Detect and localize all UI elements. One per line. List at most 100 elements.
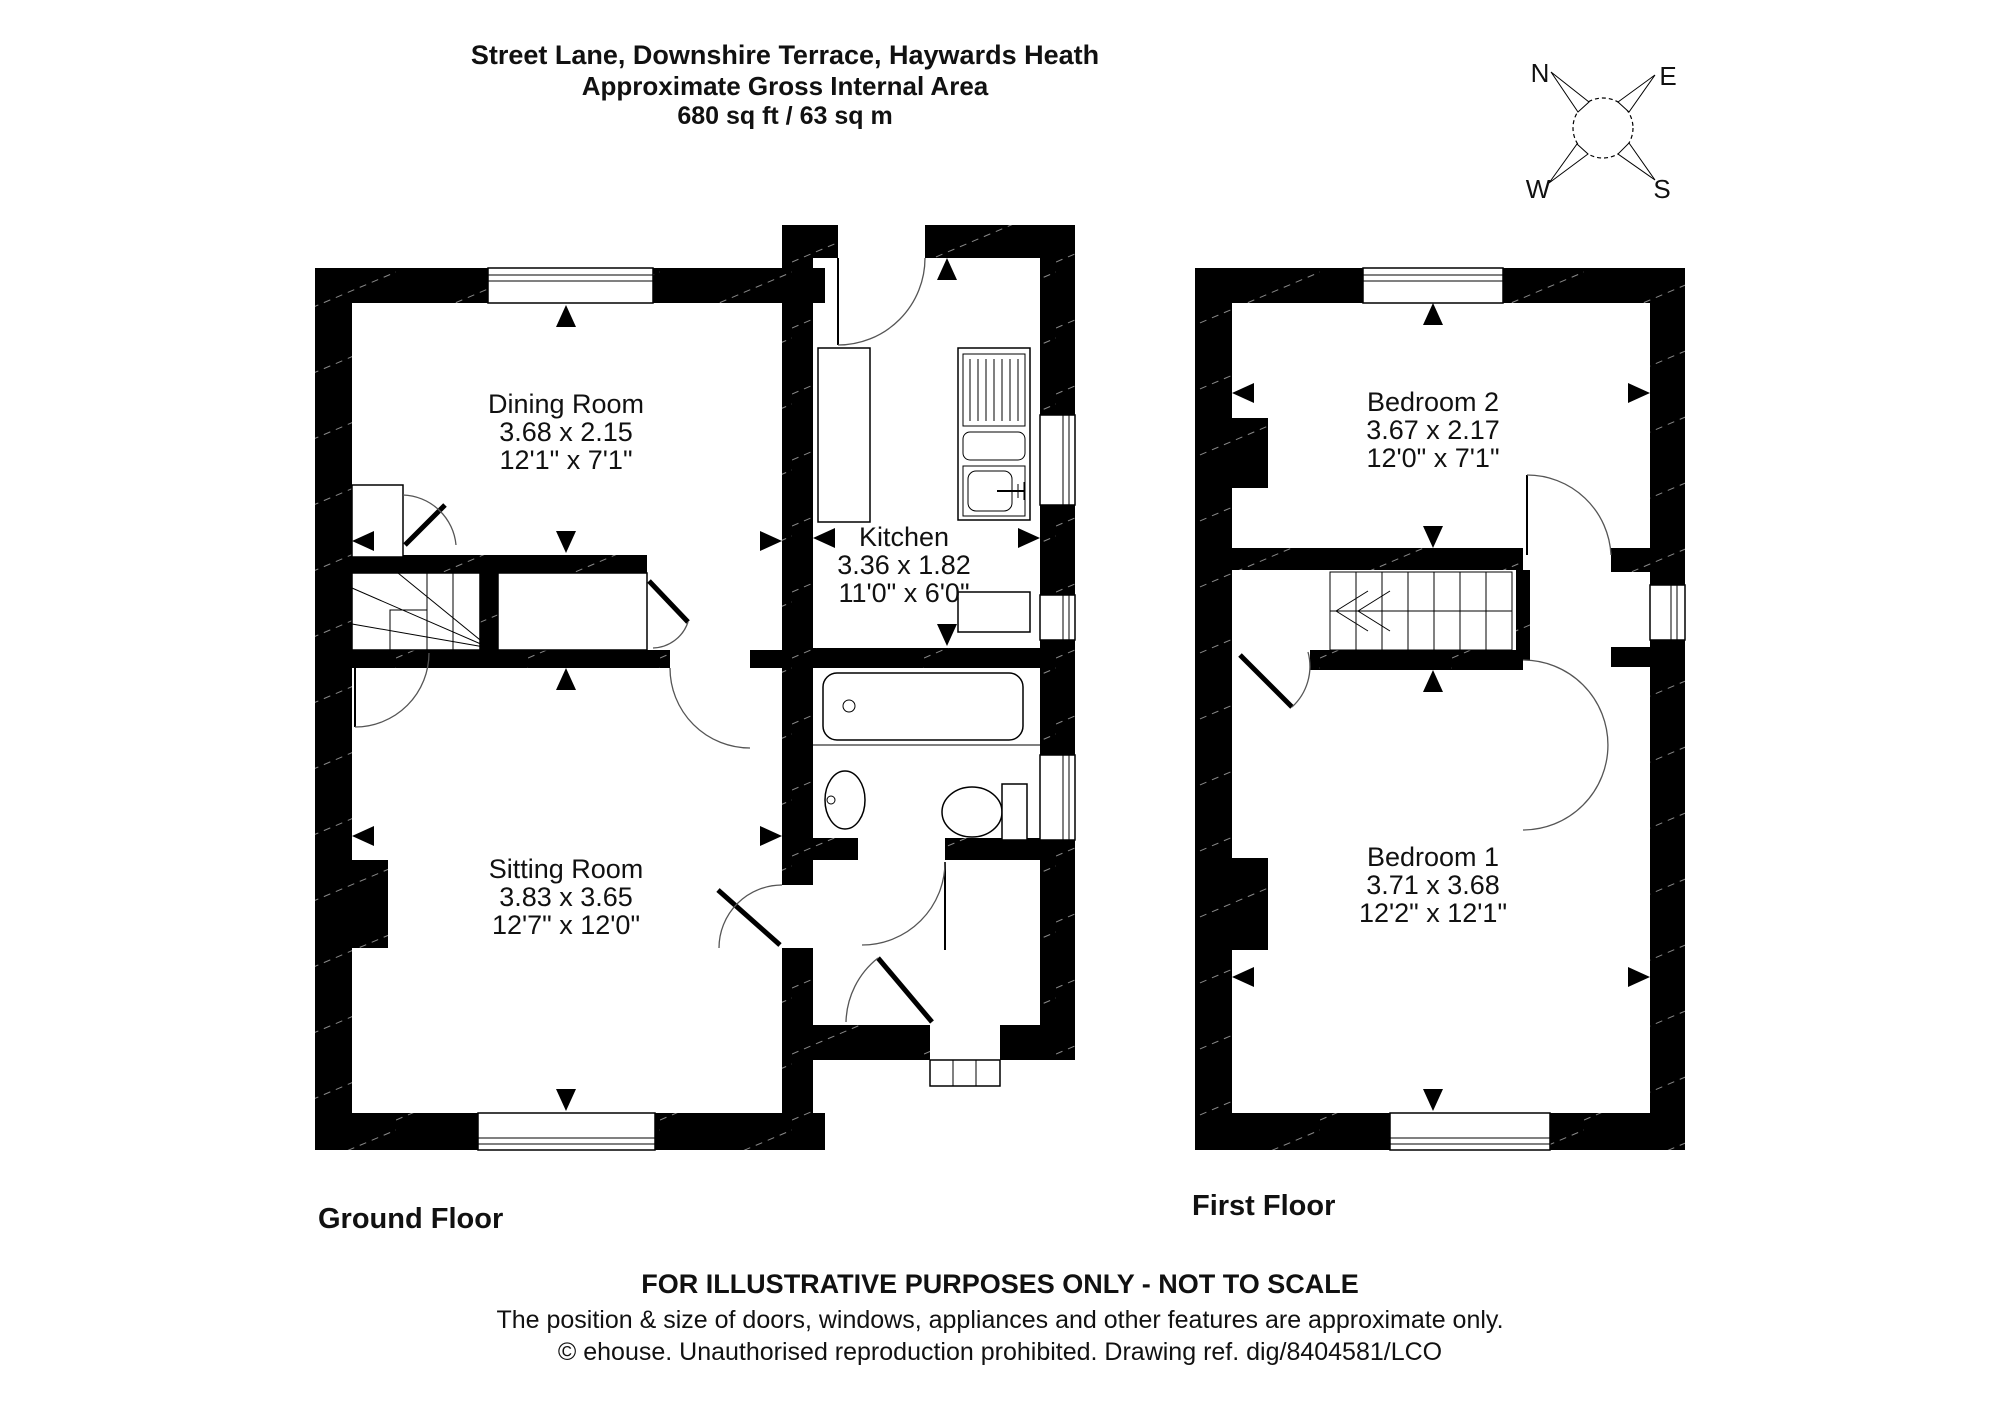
basin <box>824 770 866 830</box>
dim-arrow-up <box>937 258 957 280</box>
window <box>487 267 654 304</box>
first-floor-plan: Bedroom 2 3.67 x 2.17 12'0" x 7'1" Bedro… <box>1192 267 1686 1222</box>
wall <box>1000 1025 1075 1060</box>
door <box>861 861 946 950</box>
wall <box>782 258 813 672</box>
wall <box>945 838 1040 860</box>
dim-arrow-down <box>1423 526 1443 548</box>
footer-disclaimer: FOR ILLUSTRATIVE PURPOSES ONLY - NOT TO … <box>641 1269 1359 1299</box>
dim-arrow-down <box>937 624 957 646</box>
wall <box>1611 548 1650 572</box>
dim-arrow-down <box>556 1089 576 1111</box>
footer: FOR ILLUSTRATIVE PURPOSES ONLY - NOT TO … <box>496 1269 1503 1366</box>
toilet <box>941 783 1028 841</box>
floor-label-ground: Ground Floor <box>318 1203 503 1235</box>
room-name: Dining Room <box>488 389 644 419</box>
door <box>1238 651 1311 709</box>
rear-step <box>929 1059 1001 1087</box>
door <box>354 652 430 728</box>
window <box>1039 754 1076 841</box>
sitting-hall-opening <box>782 885 813 948</box>
first-floor-doors <box>1238 474 1612 831</box>
kitchen-entrance-opening <box>838 225 925 258</box>
door <box>1526 474 1612 556</box>
window <box>1389 1112 1551 1151</box>
compass-arrow-e <box>1617 74 1656 113</box>
kitchen-appliance <box>957 591 1031 633</box>
wall <box>750 650 813 668</box>
page-area: 680 sq ft / 63 sq m <box>677 102 892 130</box>
compass-label-s: S <box>1653 174 1670 204</box>
door <box>845 956 934 1024</box>
room-imperial: 12'1" x 7'1" <box>499 445 632 475</box>
dim-arrow-down <box>556 531 576 553</box>
dim-arrow-right <box>1018 528 1040 548</box>
room-name: Bedroom 2 <box>1367 387 1499 417</box>
rear-door-opening <box>930 1025 1000 1060</box>
dim-arrow-up <box>556 668 576 690</box>
first-floor-windows <box>1362 267 1686 1151</box>
kitchen-sink-unit <box>957 347 1031 521</box>
room-imperial: 12'0" x 7'1" <box>1366 443 1499 473</box>
bathroom-fixtures <box>813 672 1040 841</box>
dining-cupboard <box>351 484 457 558</box>
wall <box>813 1025 930 1060</box>
page-title: Street Lane, Downshire Terrace, Haywards… <box>471 40 1099 70</box>
first-floor-labels: Bedroom 2 3.67 x 2.17 12'0" x 7'1" Bedro… <box>1192 387 1507 1222</box>
footer-copyright: © ehouse. Unauthorised reproduction proh… <box>558 1338 1442 1366</box>
wall <box>1310 650 1523 670</box>
dim-arrow-left <box>1232 967 1254 987</box>
wall <box>1650 268 1685 1150</box>
room-imperial: 11'0" x 6'0" <box>838 578 969 608</box>
wall <box>1516 570 1530 660</box>
kitchen-counter <box>817 347 871 523</box>
door <box>1522 659 1609 831</box>
window <box>1362 267 1504 304</box>
room-metric: 3.71 x 3.68 <box>1366 870 1500 900</box>
wall <box>315 650 670 668</box>
compass-arrow-n <box>1550 71 1590 113</box>
chimney-breast <box>352 860 388 948</box>
dim-arrow-right <box>760 531 782 551</box>
ground-floor-stairs <box>351 572 648 651</box>
window <box>1649 584 1686 641</box>
room-metric: 3.36 x 1.82 <box>837 550 971 580</box>
dim-arrow-up <box>556 305 576 327</box>
door <box>716 884 783 949</box>
dim-arrow-left <box>352 531 374 551</box>
ground-floor-labels: Dining Room 3.68 x 2.15 12'1" x 7'1" Kit… <box>318 389 971 1235</box>
footer-approx-note: The position & size of doors, windows, a… <box>496 1306 1503 1334</box>
wall <box>315 268 352 1150</box>
dim-arrow-up <box>1423 303 1443 325</box>
compass-label-w: W <box>1526 174 1551 204</box>
dim-arrow-right <box>760 826 782 846</box>
dim-arrow-left <box>813 528 835 548</box>
kitchen-fixtures <box>817 347 1031 633</box>
compass-arrow-w <box>1548 143 1589 184</box>
compass-label-n: N <box>1531 58 1550 88</box>
room-imperial: 12'7" x 12'0" <box>492 910 640 940</box>
wall <box>480 573 498 650</box>
chimney-breast <box>1232 418 1268 488</box>
door <box>837 257 926 346</box>
ground-floor-dimension-arrows <box>352 258 1040 1111</box>
room-metric: 3.83 x 3.65 <box>499 882 633 912</box>
bathtub <box>813 672 1040 746</box>
window <box>477 1112 656 1151</box>
wall <box>1040 258 1075 1060</box>
page-subtitle: Approximate Gross Internal Area <box>582 71 989 101</box>
stair-direction-arrow <box>1335 590 1391 632</box>
room-name: Kitchen <box>859 522 949 552</box>
dim-arrow-left <box>1232 383 1254 403</box>
dim-arrow-up <box>1423 670 1443 692</box>
dim-arrow-right <box>1628 383 1650 403</box>
wall <box>813 648 1040 668</box>
ground-floor-windows <box>477 267 1076 1151</box>
understairs-cupboard <box>497 572 648 651</box>
compass-arrow-s <box>1617 142 1656 181</box>
door <box>647 579 690 649</box>
compass-label-e: E <box>1659 61 1676 91</box>
chimney-breast <box>1232 858 1268 950</box>
